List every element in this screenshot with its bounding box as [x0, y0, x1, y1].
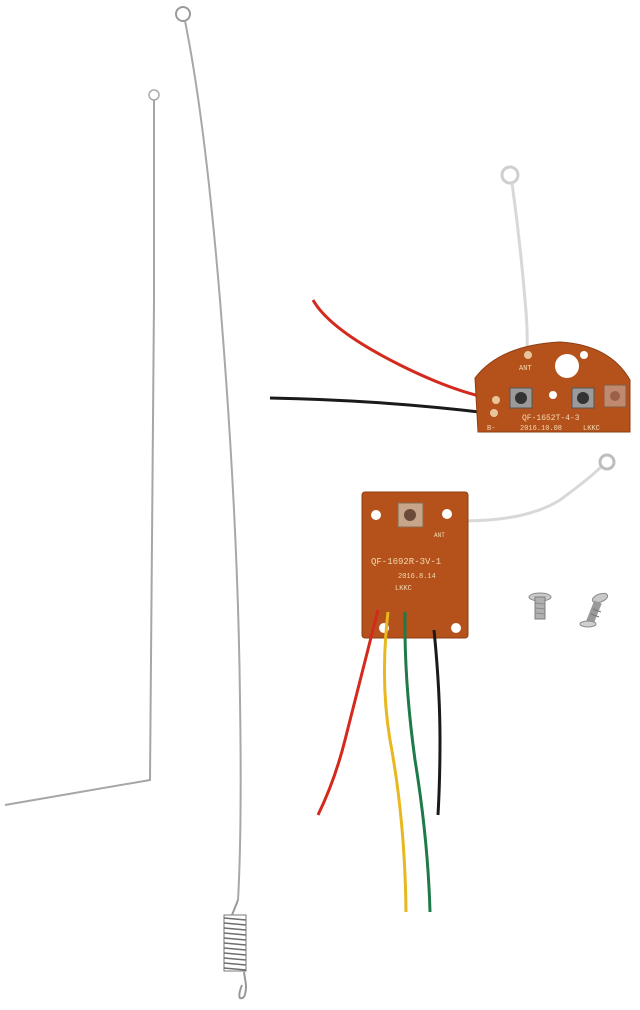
rx-antenna-wire: [439, 453, 616, 523]
screw-2: [579, 592, 609, 628]
rx-red-wire: [316, 609, 380, 816]
rx-yellow-wire: [382, 611, 408, 913]
tx-bminus-label: B-: [487, 425, 495, 433]
rx-black-wire: [432, 629, 442, 816]
tx-antenna-wire: [500, 165, 529, 356]
long-antenna: [175, 6, 248, 1000]
bent-antenna: [4, 89, 160, 806]
rx-brand-label: LKKC: [395, 585, 412, 593]
rx-ant-label: ANT: [434, 532, 445, 539]
rx-model-label: QF-1692R-3V-1: [371, 557, 441, 567]
tx-date-label: 2016.10.08: [520, 425, 562, 433]
transmitter-board: ANT B- QF-1652T-4-3 2016.10.08 LKKC: [474, 341, 631, 433]
tx-black-wire: [269, 396, 489, 415]
receiver-board: ANT QF-1692R-3V-1 2016.8.14 LKKC: [361, 491, 469, 639]
antenna-spring: [223, 899, 248, 1000]
rx-date-label: 2016.8.14: [398, 573, 436, 581]
tx-model-label: QF-1652T-4-3: [522, 414, 580, 423]
tx-brand-label: LKKC: [583, 425, 600, 433]
tx-red-wire: [311, 299, 489, 400]
tx-ant-label: ANT: [519, 365, 532, 373]
screw-1: [528, 592, 552, 620]
rx-green-wire: [403, 611, 432, 913]
